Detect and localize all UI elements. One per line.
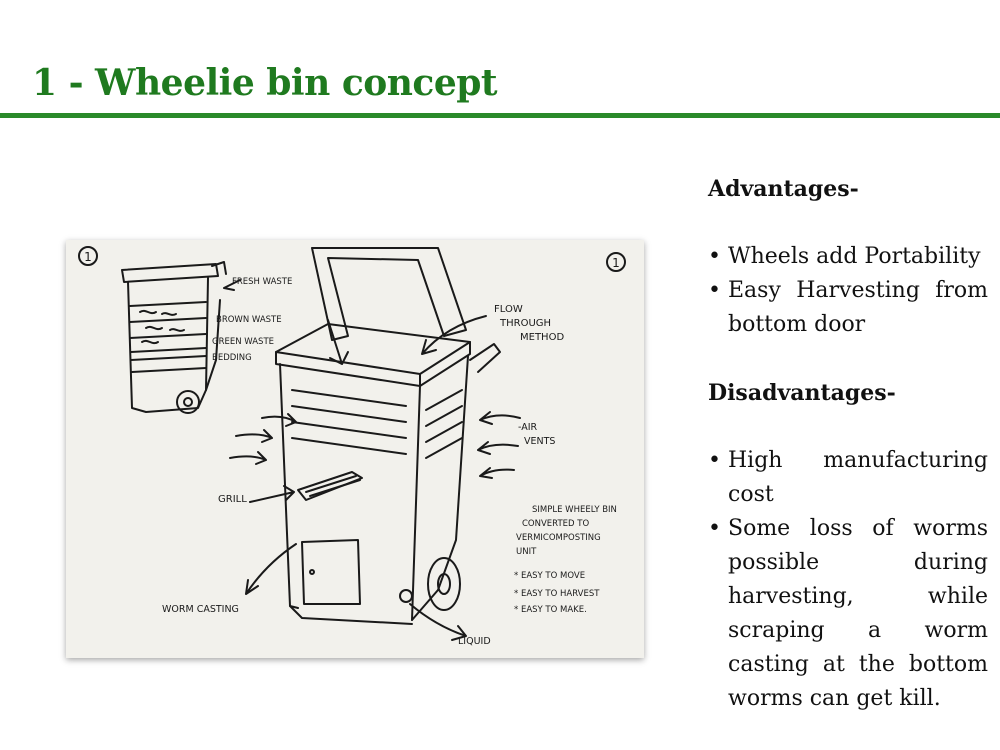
label-easy-to-harvest: * EASY TO HARVEST xyxy=(514,589,600,599)
disadvantages-heading: Disadvantages- xyxy=(708,380,896,406)
label-worm-casting: WORM CASTING xyxy=(162,604,239,615)
title-divider xyxy=(0,113,1000,118)
advantages-heading: Advantages- xyxy=(708,176,859,202)
label-easy-to-move: * EASY TO MOVE xyxy=(514,571,585,581)
small-bin-cross-section xyxy=(121,261,241,414)
label-easy-to-make: * EASY TO MAKE. xyxy=(514,605,587,615)
pros-cons-panel: Advantages- Wheels add Portability Easy … xyxy=(708,172,988,716)
label-bedding: BEDDING xyxy=(212,353,252,363)
page-number-circle-left xyxy=(78,246,98,266)
label-fresh-waste: FRESH WASTE xyxy=(232,277,292,287)
page-number-circle-right xyxy=(606,252,626,272)
main-bin-drawing xyxy=(229,247,521,641)
label-liquid: LIQUID xyxy=(458,636,491,647)
label-green-waste: GREEN WASTE xyxy=(212,337,274,347)
label-grill: GRILL xyxy=(218,494,247,505)
list-item: Wheels add Portability xyxy=(708,240,988,274)
page-number-right: 1 xyxy=(612,256,620,270)
advantages-list: Wheels add Portability Easy Harvesting f… xyxy=(708,240,988,342)
page-number-left: 1 xyxy=(84,250,92,264)
wheelie-bin-sketch: 1 1 FRESH WASTE BROWN WASTE GREEN WASTE … xyxy=(66,240,644,658)
list-item: High manufacturing cost xyxy=(708,444,988,512)
list-item: Some loss of worms possible during harve… xyxy=(708,512,988,716)
slide-title: 1 - Wheelie bin concept xyxy=(32,62,498,104)
label-brown-waste: BROWN WASTE xyxy=(216,315,282,325)
disadvantages-list: High manufacturing cost Some loss of wor… xyxy=(708,444,988,716)
list-item: Easy Harvesting from bottom door xyxy=(708,274,988,342)
